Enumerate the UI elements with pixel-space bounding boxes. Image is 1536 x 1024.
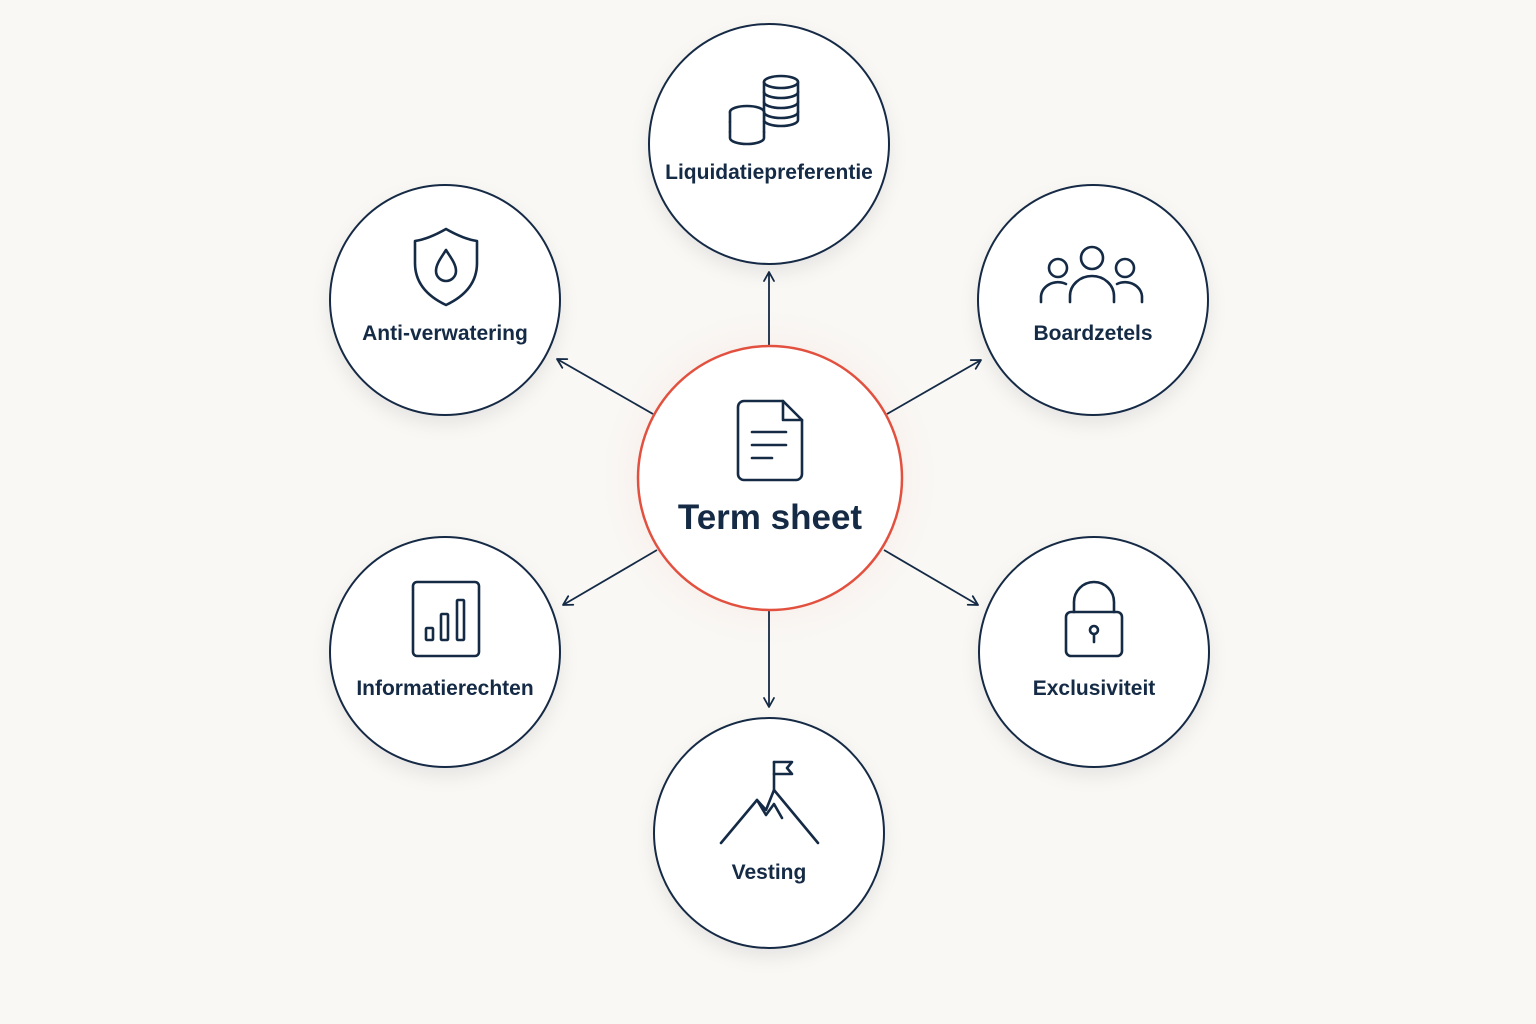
arrow-to-boardzetels [886,359,982,415]
center-circle [636,344,904,612]
node-label-informatierechten: Informatierechten [356,677,533,700]
coins-icon [728,74,800,146]
node-label-anti-verwatering: Anti-verwatering [362,322,528,345]
arrow-to-informatierechten [562,549,658,606]
node-label-boardzetels: Boardzetels [1033,322,1152,345]
node-vesting[interactable]: Vesting [653,717,885,949]
node-anti-verwatering[interactable]: Anti-verwatering [329,184,561,416]
node-circle [329,536,561,768]
node-circle [329,184,561,416]
node-boardzetels[interactable]: Boardzetels [977,184,1209,416]
node-liquidatiepreferentie[interactable]: Liquidatiepreferentie [648,23,890,265]
lock-icon [1064,580,1124,658]
node-circle [653,717,885,949]
bar-chart-icon [411,580,481,658]
shield-drop-icon [413,227,479,307]
node-circle [977,184,1209,416]
node-informatierechten[interactable]: Informatierechten [329,536,561,768]
document-icon [736,399,804,482]
mountain-flag-icon [719,760,820,845]
node-label-liquidatiepreferentie: Liquidatiepreferentie [665,161,873,184]
node-circle [648,23,890,265]
node-circle [978,536,1210,768]
arrow-to-anti-verwatering [556,358,654,415]
center-node[interactable]: Term sheet [636,344,904,612]
connectors [556,271,982,708]
node-label-vesting: Vesting [732,861,807,884]
center-label: Term sheet [678,498,862,537]
node-label-exclusiviteit: Exclusiviteit [1033,677,1156,700]
node-exclusiviteit[interactable]: Exclusiviteit [978,536,1210,768]
people-icon [1039,245,1144,304]
arrow-to-exclusiviteit [883,549,979,606]
